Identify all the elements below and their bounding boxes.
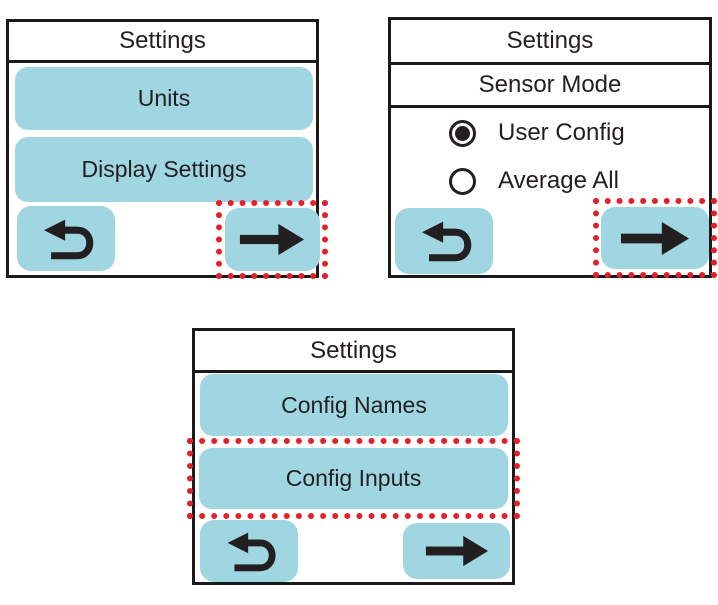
config-names-button[interactable]: Config Names <box>200 374 508 436</box>
panel-settings-main: Settings Units Display Settings <box>6 19 328 279</box>
back-button[interactable] <box>395 208 493 274</box>
u-turn-back-arrow-icon <box>219 530 279 573</box>
radio-label: Average All <box>498 167 619 194</box>
forward-button[interactable] <box>403 523 510 579</box>
back-button[interactable] <box>200 520 298 582</box>
radio-label: User Config <box>498 119 625 146</box>
forward-button-highlight <box>593 198 717 278</box>
u-turn-back-arrow-icon <box>413 219 475 263</box>
panel-settings-config: Settings Config Names Config Inputs <box>187 328 520 585</box>
forward-button-highlight <box>216 200 328 279</box>
panel-title-bar: Settings <box>195 331 512 373</box>
config-inputs-button[interactable]: Config Inputs <box>199 448 508 509</box>
page-title: Settings <box>119 27 206 54</box>
panel-title-bar: Settings <box>9 22 316 63</box>
right-arrow-icon <box>236 223 308 256</box>
sensor-mode-subtitle-bar: Sensor Mode <box>391 65 709 108</box>
panel-sensor-mode: Settings Sensor Mode User Config Average… <box>388 17 717 278</box>
panel-title-bar: Settings <box>391 20 709 65</box>
page-title: Settings <box>310 336 397 364</box>
right-arrow-icon <box>616 221 694 256</box>
page-title: Settings <box>506 27 594 54</box>
display-settings-button[interactable]: Display Settings <box>15 137 313 202</box>
subtitle: Sensor Mode <box>478 71 622 98</box>
forward-button[interactable] <box>601 207 709 269</box>
config-inputs-highlight: Config Inputs <box>187 438 520 519</box>
forward-button[interactable] <box>224 208 320 271</box>
radio-button-icon[interactable] <box>449 119 476 147</box>
back-button[interactable] <box>17 206 115 271</box>
u-turn-back-arrow-icon <box>35 217 97 261</box>
radio-button-icon[interactable] <box>449 167 476 195</box>
right-arrow-icon <box>422 535 492 567</box>
radio-option-user-config[interactable]: User Config <box>449 116 625 150</box>
units-button[interactable]: Units <box>15 67 313 130</box>
radio-option-average-all[interactable]: Average All <box>449 164 619 198</box>
